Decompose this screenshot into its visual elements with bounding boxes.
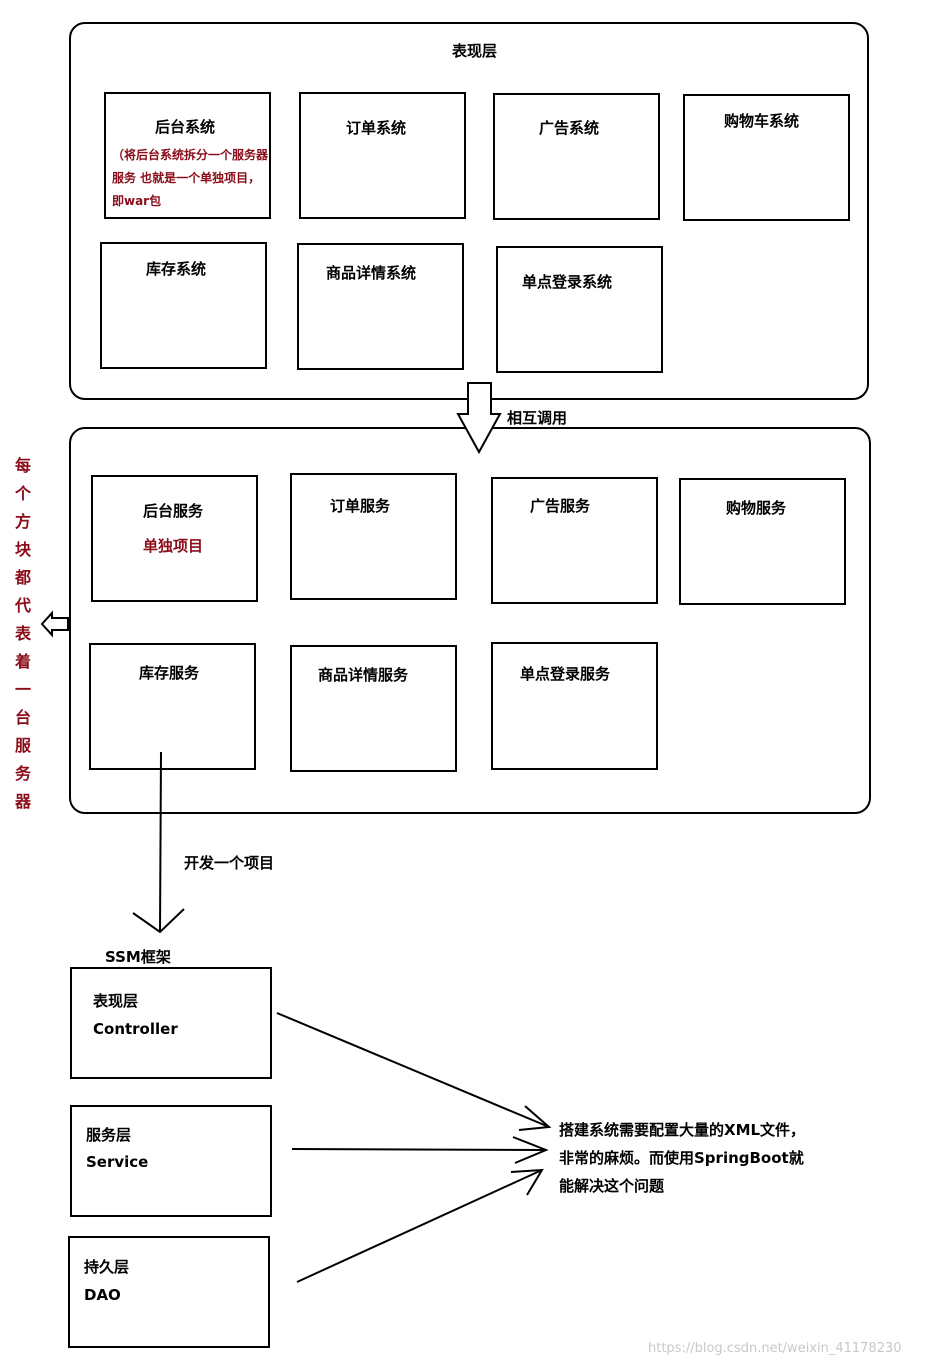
side-note-char: 块 xyxy=(14,540,31,559)
system-box-backend xyxy=(104,92,271,219)
controller-arrow-line xyxy=(276,1012,550,1128)
watermark: https://blog.csdn.net/weixin_41178230 xyxy=(648,1341,902,1356)
dao-arrow-line xyxy=(296,1169,543,1283)
develop-arrowhead xyxy=(132,908,185,934)
ssm-title: SSM框架 xyxy=(105,948,171,966)
service-box-shopping xyxy=(679,478,846,605)
system-label-inventory: 库存系统 xyxy=(146,260,207,278)
ssm-layer-tech-dao: DAO xyxy=(84,1286,121,1304)
side-note-char: 每 xyxy=(14,456,31,475)
side-note-char: 代 xyxy=(14,596,31,615)
conclusion-line-3: 能解决这个问题 xyxy=(559,1177,665,1195)
ssm-layer-tech-controller: Controller xyxy=(93,1020,178,1038)
ssm-layer-name-controller: 表现层 xyxy=(93,992,139,1010)
service-note-backend: 单独项目 xyxy=(143,537,204,555)
side-note-char: 方 xyxy=(14,512,31,531)
ssm-layer-tech-service: Service xyxy=(86,1153,149,1171)
service-box-sso xyxy=(491,642,658,770)
service-label-sso: 单点登录服务 xyxy=(520,665,611,683)
service-label-ad: 广告服务 xyxy=(530,497,591,515)
side-note-char: 都 xyxy=(14,568,31,587)
system-label-backend: 后台系统 xyxy=(155,118,216,136)
ssm-layer-box-dao xyxy=(68,1236,270,1348)
hollow-down-arrow xyxy=(456,382,502,455)
side-note-char: 着 xyxy=(14,652,31,671)
conclusion-line-1: 搭建系统需要配置大量的XML文件， xyxy=(559,1121,806,1139)
hollow-left-arrow xyxy=(40,610,69,638)
service-box-order xyxy=(290,473,457,600)
system-label-order: 订单系统 xyxy=(346,119,407,137)
service-label-inventory: 库存服务 xyxy=(139,664,200,682)
conclusion-line-2: 非常的麻烦。而使用SpringBoot就 xyxy=(559,1149,804,1167)
service-box-inventory xyxy=(89,643,256,770)
service-box-backend xyxy=(91,475,258,602)
service-arrowhead xyxy=(512,1136,549,1164)
side-note-char: 台 xyxy=(14,708,31,727)
system-box-sso xyxy=(496,246,663,373)
side-note-char: 器 xyxy=(14,792,31,811)
system-box-inventory xyxy=(100,242,267,369)
system-box-order xyxy=(299,92,466,219)
side-note-char: 服 xyxy=(14,736,31,755)
side-note-char: 表 xyxy=(14,624,31,643)
ssm-layer-name-dao: 持久层 xyxy=(84,1258,130,1276)
system-note-backend: （将后台系统拆分一个服务器服务 也就是一个单独项目，即war包 xyxy=(112,148,269,208)
service-label-order: 订单服务 xyxy=(330,497,391,515)
presentation-layer-title: 表现层 xyxy=(452,42,498,60)
system-box-ad xyxy=(493,93,660,220)
service-box-ad xyxy=(491,477,658,604)
system-label-sso: 单点登录系统 xyxy=(522,273,613,291)
system-label-product-detail: 商品详情系统 xyxy=(326,264,417,282)
system-label-cart: 购物车系统 xyxy=(724,112,800,130)
side-note-char: 一 xyxy=(14,680,31,699)
side-note-char: 务 xyxy=(14,764,31,783)
service-label-shopping: 购物服务 xyxy=(726,499,787,517)
service-label-product-detail: 商品详情服务 xyxy=(318,666,409,684)
service-arrow-line xyxy=(291,1148,547,1151)
ssm-layer-name-service: 服务层 xyxy=(86,1126,132,1144)
develop-project-label: 开发一个项目 xyxy=(184,854,275,872)
system-box-cart xyxy=(683,94,850,221)
system-label-ad: 广告系统 xyxy=(539,119,600,137)
side-note-vertical: 每 个 方 块 都 代 表 着 一 台 服 务 器 xyxy=(13,452,33,816)
service-box-product-detail xyxy=(290,645,457,772)
system-box-product-detail xyxy=(297,243,464,370)
service-label-backend: 后台服务 xyxy=(143,502,204,520)
ssm-layer-box-controller xyxy=(70,967,272,1079)
side-note-char: 个 xyxy=(14,484,31,503)
ssm-layer-box-service xyxy=(70,1105,272,1217)
develop-line xyxy=(159,751,162,933)
mutual-call-label: 相互调用 xyxy=(507,409,568,427)
controller-arrowhead xyxy=(518,1105,552,1131)
dao-arrowhead xyxy=(510,1168,544,1196)
